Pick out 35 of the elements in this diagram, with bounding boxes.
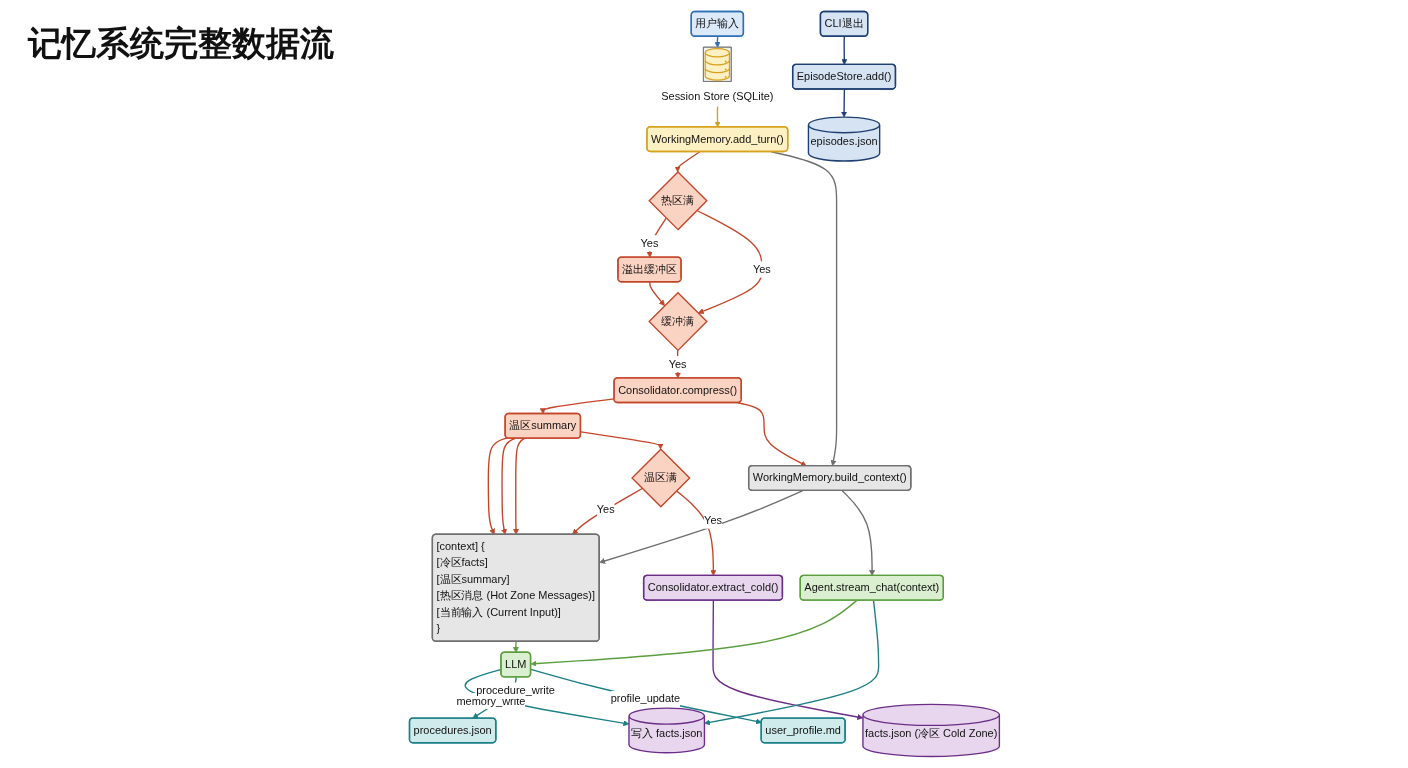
arrow [539, 398, 615, 415]
edge-label: memory_write [455, 694, 525, 707]
node-diamond: 缓冲满 [647, 291, 708, 352]
arrow [579, 431, 664, 450]
arrow [530, 599, 858, 667]
arrow [714, 105, 721, 128]
arrow [675, 490, 716, 576]
edge-label: Yes [752, 263, 771, 275]
arrow [840, 88, 847, 118]
edge-label: procedure_write [475, 684, 555, 697]
edge-label: Yes [668, 357, 687, 370]
edge-label: Yes [703, 514, 722, 526]
arrow [736, 402, 807, 467]
arrow [512, 437, 525, 535]
arrow [487, 437, 508, 535]
arrow [674, 151, 701, 173]
edge-label: Yes [596, 503, 615, 515]
arrow [512, 640, 519, 653]
edge-label: profile_update [610, 692, 680, 705]
arrow [464, 668, 629, 727]
node-diamond: 温区满 [630, 448, 691, 508]
edge-label: Yes [640, 237, 658, 249]
diagram-title: 记忆系统完整数据流 [28, 23, 334, 64]
arrow [695, 209, 763, 314]
node-diamond: 热区满 [647, 171, 708, 231]
arrow [840, 35, 847, 65]
arrow [571, 487, 643, 535]
arrow [770, 151, 837, 467]
arrow [713, 35, 720, 48]
arrow [648, 281, 665, 306]
arrow [598, 489, 803, 564]
arrow [703, 599, 879, 726]
arrow [841, 489, 875, 576]
arrow [711, 599, 863, 720]
arrow [500, 437, 516, 535]
